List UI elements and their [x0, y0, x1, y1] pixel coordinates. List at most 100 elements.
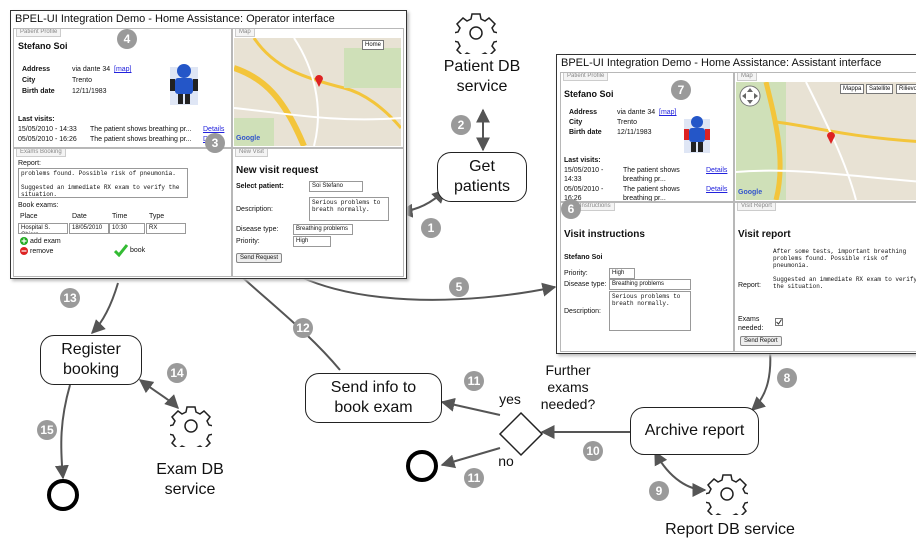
add-exam-link[interactable]: add exam [30, 238, 61, 245]
report-field-textarea[interactable]: After some tests, important breathing pr… [771, 247, 916, 307]
remove-link[interactable]: remove [30, 248, 54, 255]
step-badge-2: 2 [451, 115, 471, 135]
instructions-description-value: Serious problems to breath normally. [609, 291, 691, 331]
further-exams-label: Further exams needed? [540, 362, 596, 412]
col-time: Time [112, 213, 128, 220]
step-badge-10: 10 [583, 441, 603, 461]
visit-report-panel: Visit Report Visit report Report: After … [734, 202, 916, 352]
step-badge-14: 14 [167, 363, 187, 383]
priority-dropdown[interactable]: High [293, 236, 331, 247]
instructions-priority-label: Priority: [564, 270, 588, 277]
map-view[interactable]: Home Google [234, 38, 401, 146]
new-visit-tab[interactable]: New Visit [235, 149, 268, 157]
assistant-visit-text-1: The patient shows breathing pr... [623, 167, 680, 183]
assistant-address-value: via dante 34 [617, 109, 656, 116]
visit-text-2: The patient shows breathing pr... [90, 136, 192, 143]
disease-type-label: Disease type: [236, 226, 279, 233]
step-badge-5: 5 [449, 277, 469, 297]
report-textarea[interactable]: problems found. Possible risk of pneumon… [18, 168, 188, 198]
visit-text-1: The patient shows breathing pr... [90, 126, 192, 133]
date-input[interactable]: 18/05/2010 [69, 223, 109, 234]
step-badge-15: 15 [37, 420, 57, 440]
assistant-visit-details-1[interactable]: Details [706, 167, 728, 174]
instructions-disease-label: Disease type: [564, 281, 607, 288]
map-type-mappa[interactable]: Mappa [840, 84, 865, 94]
send-report-button[interactable]: Send Report [740, 336, 782, 346]
exams-booking-tab[interactable]: Exams Booking [16, 149, 66, 157]
google-logo: Google [236, 135, 261, 142]
visit-date-2: 05/05/2010 - 16:26 [18, 136, 77, 143]
description-textarea[interactable]: Serious problems to breath normally. [309, 197, 389, 221]
exams-needed-label: Exams needed: [738, 316, 764, 332]
add-exam-icon[interactable] [20, 237, 28, 245]
birth-date-label: Birth date [22, 88, 55, 95]
remove-icon[interactable] [20, 247, 28, 255]
assistant-visit-date-1: 15/05/2010 - 14:33 [564, 167, 604, 183]
visit-report-tab[interactable]: Visit Report [737, 203, 776, 211]
step-badge-1: 1 [421, 218, 441, 238]
map-link[interactable]: [map] [114, 66, 132, 73]
patient-name: Stefano Soi [18, 41, 68, 51]
step-badge-6: 6 [561, 199, 581, 219]
step-badge-8: 8 [777, 368, 797, 388]
assistant-visit-text-2: The patient shows breathing pr... [623, 186, 680, 202]
step-badge-13: 13 [60, 288, 80, 308]
arrow-15 [54, 384, 71, 480]
step-badge-9: 9 [649, 481, 669, 501]
arrow-11-yes [440, 397, 501, 416]
assistant-google-logo: Google [738, 189, 763, 196]
step-badge-12: 12 [293, 318, 313, 338]
exams-needed-checkbox[interactable] [775, 318, 783, 326]
assistant-patient-profile-panel: Patient Profile Stefano Soi Address via … [560, 72, 734, 202]
decision-diamond [498, 411, 544, 457]
map-type-satellite[interactable]: Satellite [866, 84, 894, 94]
assistant-city-label: City [569, 119, 583, 126]
map-type-rilievo[interactable]: Rilievo [896, 84, 916, 94]
arrow-13 [91, 282, 119, 334]
new-visit-heading: New visit request [236, 165, 319, 176]
assistant-map-view[interactable]: Mappa Satellite Rilievo Google [736, 82, 916, 200]
get-patients-node: Get patients [437, 152, 527, 202]
visit-details-link-1[interactable]: Details [203, 126, 225, 133]
time-input[interactable]: 10:30 [109, 223, 145, 234]
assistant-last-visits-label: Last visits: [564, 157, 601, 164]
assistant-patient-profile-tab[interactable]: Patient Profile [563, 73, 609, 81]
arrow-8 [750, 349, 772, 411]
patient-profile-tab[interactable]: Patient Profile [16, 29, 62, 37]
disease-type-dropdown[interactable]: Breathing problems [293, 224, 353, 235]
end-node-2 [406, 450, 438, 482]
assistant-city-value: Trento [617, 119, 637, 126]
city-label: City [22, 77, 36, 84]
step-badge-7: 7 [671, 80, 691, 100]
report-field-label: Report: [738, 282, 761, 289]
step-badge-11-yes: 11 [464, 371, 484, 391]
instructions-priority-value: High [609, 268, 635, 279]
new-visit-panel: New Visit New visit request Select patie… [232, 148, 404, 277]
book-check-icon[interactable] [114, 243, 128, 257]
arrow-9 [654, 450, 707, 497]
operator-window-title: BPEL-UI Integration Demo - Home Assistan… [15, 13, 335, 25]
visit-report-heading: Visit report [738, 229, 791, 240]
book-exams-label: Book exams: [18, 202, 59, 209]
assistant-map-marker-icon [827, 132, 835, 144]
send-request-button[interactable]: Send Request [236, 253, 283, 263]
place-input[interactable]: Hospital S. Chiara [18, 223, 68, 234]
select-patient-dropdown[interactable]: Soi Stefano [309, 181, 363, 192]
instructions-description-label: Description: [564, 308, 601, 315]
no-label: no [498, 453, 514, 469]
col-type: Type [149, 213, 165, 220]
assistant-avatar [684, 116, 710, 153]
assistant-address-label: Address [569, 109, 598, 116]
assistant-map-tab[interactable]: Map [737, 73, 757, 81]
operator-map-panel: Map Home Google [232, 28, 404, 148]
col-place: Place [20, 213, 38, 220]
book-button[interactable]: book [130, 247, 146, 254]
map-tab[interactable]: Map [235, 29, 255, 37]
address-label: Address [22, 66, 51, 73]
assistant-window: BPEL-UI Integration Demo - Home Assistan… [556, 54, 916, 354]
type-input[interactable]: RX [146, 223, 186, 234]
assistant-visit-details-2[interactable]: Details [706, 186, 728, 193]
assistant-map-link[interactable]: [map] [659, 109, 677, 116]
map-pan-control-icon[interactable] [739, 85, 761, 107]
map-home-button[interactable]: Home [362, 40, 385, 50]
